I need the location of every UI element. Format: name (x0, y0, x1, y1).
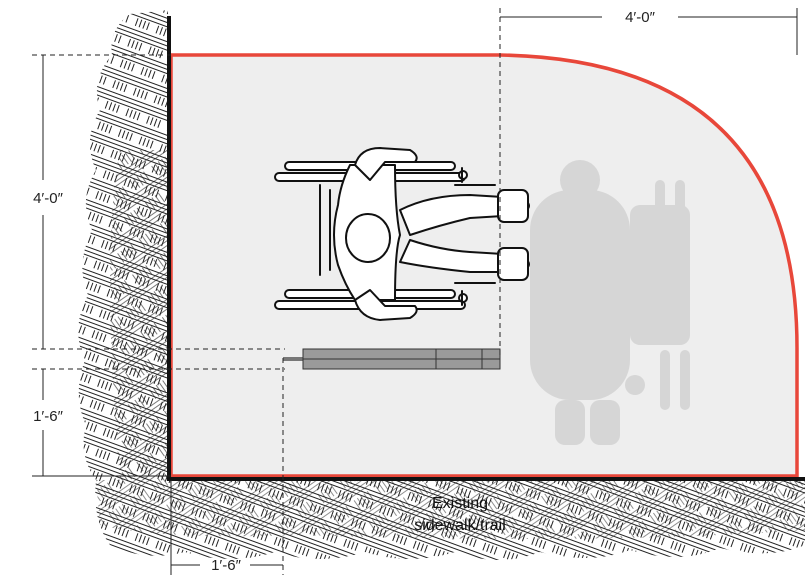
bench-seat-icon (283, 348, 501, 370)
ground-label-line2: sidewalk/trail (414, 517, 506, 534)
dimension-bottom-offset: 1′-6″ (211, 557, 241, 574)
dimension-top-width: 4′-0″ (625, 9, 655, 26)
ground-label-line1: Existing (432, 495, 488, 512)
dimension-lines (32, 8, 798, 575)
dimension-left-height: 4′-0″ (33, 190, 63, 207)
ghost-wheelchair-icon (530, 160, 690, 445)
wheelchair-user-top-view-icon (274, 147, 530, 321)
dimension-left-offset: 1′-6″ (33, 408, 63, 425)
